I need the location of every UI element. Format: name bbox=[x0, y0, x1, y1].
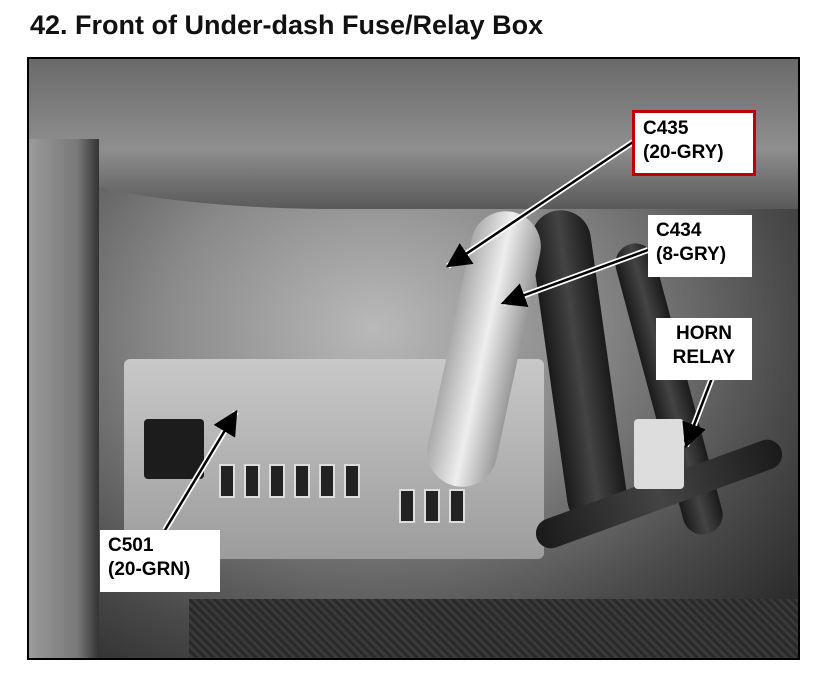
fuse bbox=[269, 464, 285, 498]
callout-c434-connector: C434 bbox=[656, 220, 702, 241]
fuse bbox=[399, 489, 415, 523]
fuse bbox=[244, 464, 260, 498]
dashboard-side-panel bbox=[29, 139, 99, 658]
callout-c435-connector: C435 bbox=[643, 118, 689, 139]
callout-c434-wire: (8-GRY) bbox=[656, 244, 727, 265]
fuse bbox=[344, 464, 360, 498]
horn-relay bbox=[634, 419, 684, 489]
callout-c501-wire: (20-GRN) bbox=[108, 559, 191, 580]
fuse bbox=[219, 464, 235, 498]
fuse bbox=[294, 464, 310, 498]
fuse bbox=[424, 489, 440, 523]
fuse bbox=[449, 489, 465, 523]
floor-carpet bbox=[189, 599, 798, 658]
figure-title: 42. Front of Under-dash Fuse/Relay Box bbox=[30, 10, 544, 40]
relay-block bbox=[144, 419, 204, 479]
callout-horn-line1: HORN bbox=[676, 323, 732, 344]
fuse bbox=[319, 464, 335, 498]
callout-horn-relay: HORN RELAY bbox=[656, 318, 752, 380]
callout-c434: C434 (8-GRY) bbox=[648, 215, 752, 277]
callout-c501: C501 (20-GRN) bbox=[100, 530, 220, 592]
callout-c435-wire: (20-GRY) bbox=[643, 142, 724, 163]
callout-c435: C435 (20-GRY) bbox=[632, 110, 756, 176]
callout-c501-connector: C501 bbox=[108, 535, 154, 556]
callout-horn-line2: RELAY bbox=[672, 347, 736, 368]
